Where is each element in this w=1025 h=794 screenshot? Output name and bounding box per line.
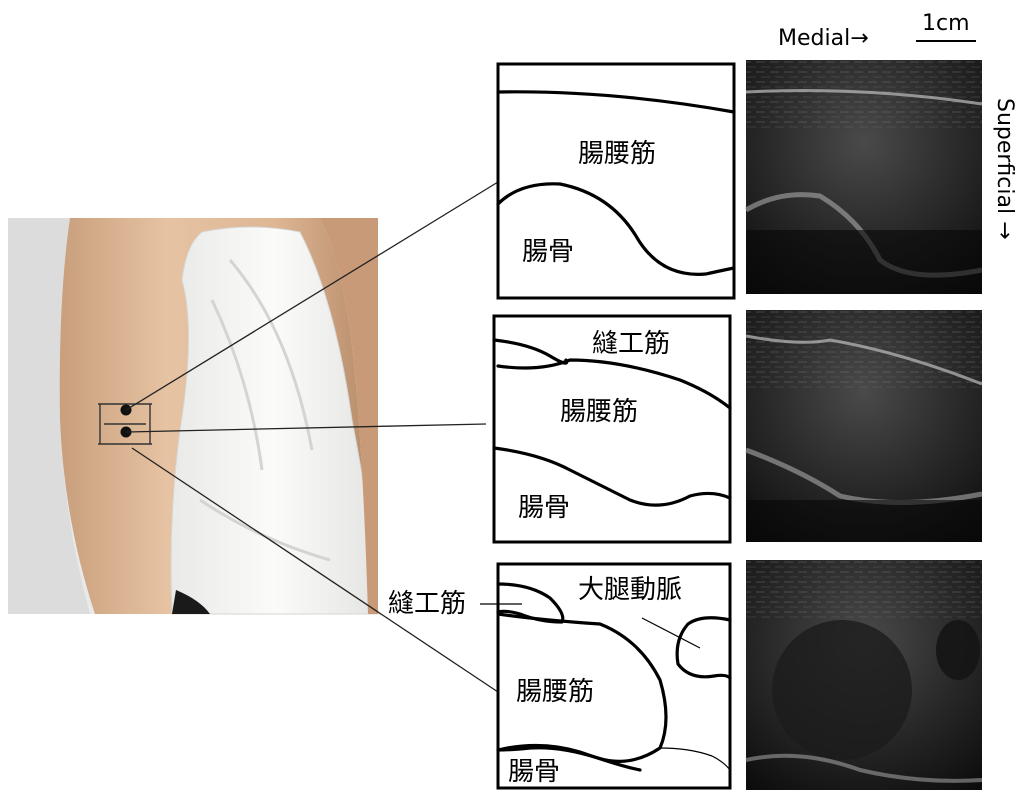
medial-label: Medial→ (778, 26, 869, 51)
ultrasound-3-speckle (746, 560, 982, 620)
panel-2-ilium-label: 腸骨 (518, 493, 570, 523)
panel-2-sartorius-label: 縫工筋 (592, 329, 670, 359)
schematic-panel-2: 縫工筋 腸腰筋 腸骨 (494, 316, 730, 542)
panel-3-artery-label: 大腿動脈 (578, 575, 682, 605)
ultrasound-image-1 (746, 60, 982, 294)
scale-bar-label: 1cm (922, 11, 970, 36)
panel-1-ilium-label: 腸骨 (522, 237, 574, 267)
panel-3-ilium-label: 腸骨 (508, 757, 560, 787)
thigh-photo (8, 218, 378, 614)
panel-2-psoas-label: 腸腰筋 (560, 397, 638, 427)
schematic-panel-3: 大腿動脈 腸腰筋 腸骨 (498, 564, 730, 788)
ultrasound-2-speckle (746, 310, 982, 390)
ultrasound-image-3 (746, 560, 982, 790)
ultrasound-3-psoas-region (772, 620, 912, 760)
ultrasound-image-2 (746, 310, 982, 542)
panel-3-sartorius-label: 縫工筋 (388, 589, 466, 619)
ultrasound-2-shadow (746, 500, 982, 542)
panel-3-psoas-label: 腸腰筋 (516, 677, 594, 707)
schematic-panel-1: 腸腰筋 腸骨 (498, 64, 734, 298)
panel-1-psoas-label: 腸腰筋 (578, 139, 656, 169)
superficial-label: Superficial → (992, 98, 1017, 240)
ultrasound-1-shadow (746, 230, 982, 294)
ultrasound-1-speckle (746, 60, 982, 130)
ultrasound-3-artery (936, 620, 980, 680)
